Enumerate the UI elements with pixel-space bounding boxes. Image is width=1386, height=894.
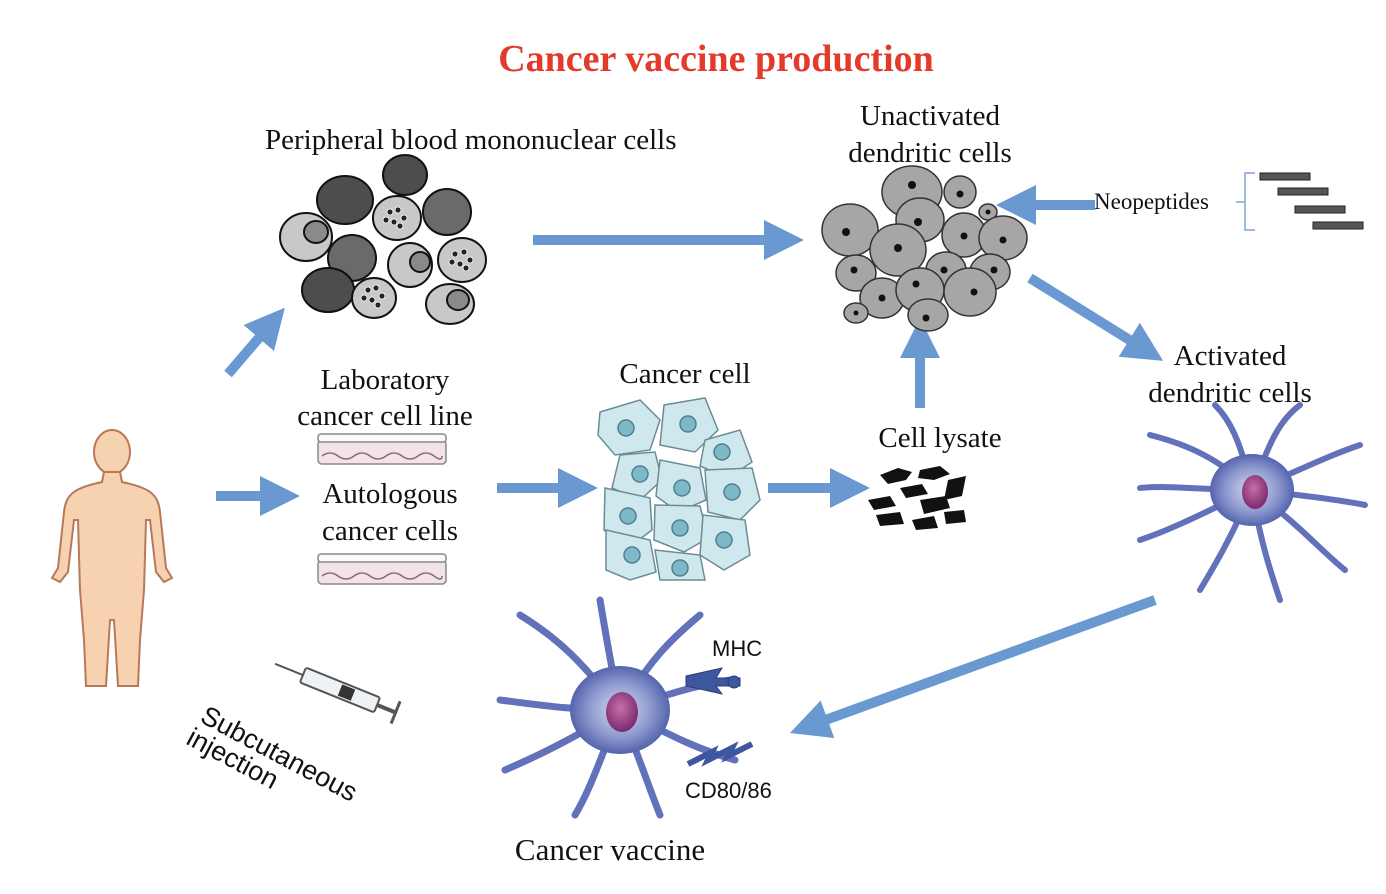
unactivated-dc-nuclei xyxy=(842,181,1007,322)
label-unactivated-1: Unactivated xyxy=(859,100,1001,132)
pbmc-granules xyxy=(360,206,474,309)
label-mhc: MHC xyxy=(712,636,763,661)
pbmc-cluster xyxy=(279,154,487,325)
label-activated-1: Activated xyxy=(1173,340,1287,372)
label-laboratory-1: Laboratory xyxy=(320,364,450,396)
human-figure xyxy=(50,429,174,687)
unactivated-dc-cluster xyxy=(821,165,1028,332)
neopeptide-bars xyxy=(1259,172,1364,230)
arrow-activated-to-vaccine xyxy=(789,595,1157,739)
label-neopeptides: Neopeptides xyxy=(1094,189,1209,214)
label-cancer-vaccine: Cancer vaccine xyxy=(514,832,706,867)
cell-lysate-fragments xyxy=(868,466,966,530)
flow-arrows xyxy=(216,185,1164,739)
label-laboratory-2: cancer cell line xyxy=(297,400,473,432)
label-autologous-2: cancer cells xyxy=(321,515,459,547)
label-pbmc: Peripheral blood mononuclear cells xyxy=(265,124,677,156)
arrow-unactivated-to-activated xyxy=(1027,273,1164,361)
activated-dendritic-cell xyxy=(1137,402,1368,603)
neopeptide-bracket xyxy=(1236,172,1255,231)
arrow-human-to-pbmc xyxy=(224,307,285,378)
cd80-86-marker-icon xyxy=(686,741,754,767)
mhc-receptor-icon xyxy=(685,667,741,695)
petri-dish-laboratory xyxy=(317,433,447,465)
syringe-icon xyxy=(274,662,402,725)
vaccine-dendritic-cell xyxy=(496,596,739,819)
label-unactivated-2: dendritic cells xyxy=(848,137,1012,169)
label-activated-2: dendritic cells xyxy=(1148,377,1312,409)
petri-dish-autologous xyxy=(317,553,447,585)
label-cell-lysate: Cell lysate xyxy=(878,422,1002,454)
cancer-cell-nuclei xyxy=(617,415,741,577)
label-cancer-cell: Cancer cell xyxy=(619,358,751,390)
diagram-title: Cancer vaccine production xyxy=(498,38,934,80)
label-cd80-86: CD80/86 xyxy=(685,778,772,803)
label-autologous-1: Autologous xyxy=(322,478,458,510)
